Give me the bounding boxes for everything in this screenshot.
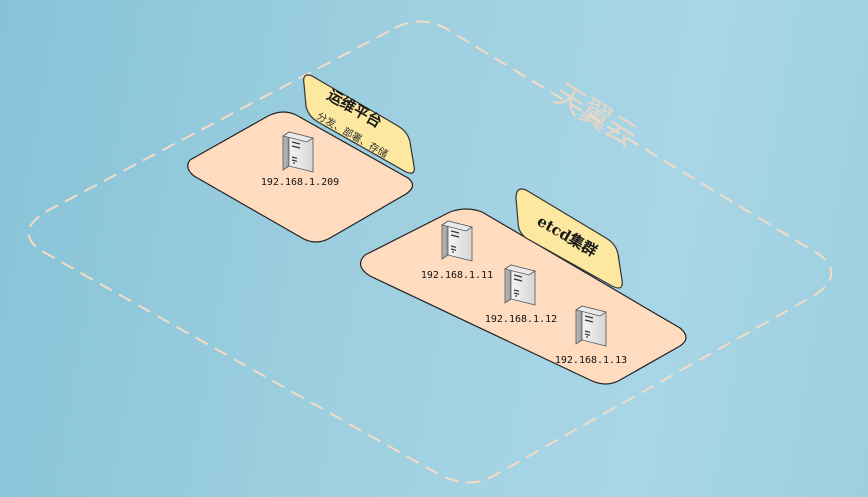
server-ip-label: 192.168.1.13: [555, 355, 627, 366]
server-icon: [504, 264, 536, 306]
ops-platform-zone: 运维平台 分发、部署、存储 192.168.1.209: [187, 74, 415, 243]
etcd-cluster-zone: etcd集群 192.168.1.11 192.168.1.12 192.168…: [359, 188, 687, 385]
ops-platform-base: [187, 111, 414, 243]
server-ip-label: 192.168.1.11: [421, 270, 493, 281]
server-icon: [575, 305, 607, 347]
server-ip-label: 192.168.1.12: [485, 314, 557, 325]
cloud-boundary: [27, 20, 833, 484]
server-icon: [441, 220, 473, 262]
server-icon: [282, 131, 314, 173]
server-ip-label: 192.168.1.209: [261, 177, 339, 188]
cloud-label: 天翼云: [548, 77, 643, 154]
